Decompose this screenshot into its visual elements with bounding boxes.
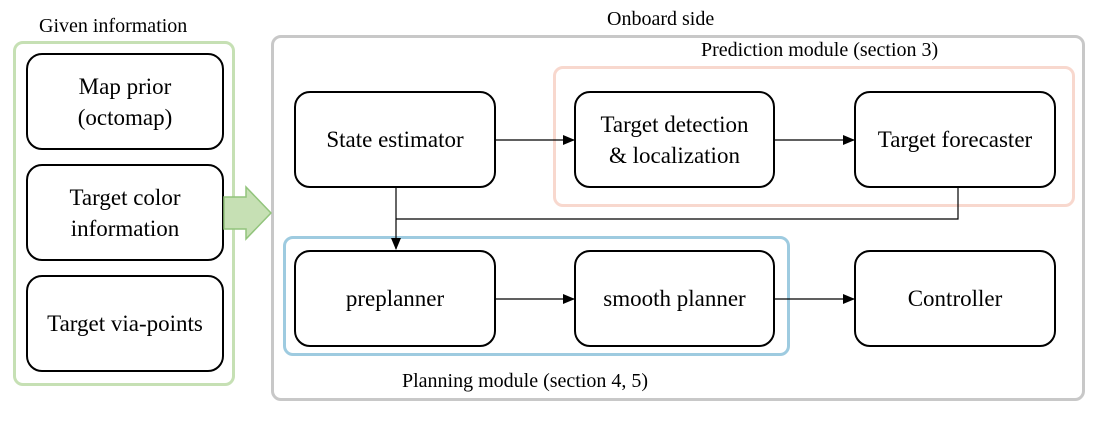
target-forecaster-node: Target forecaster bbox=[854, 91, 1056, 188]
target-color-node: Target color information bbox=[26, 164, 224, 261]
onboard-side-title: Onboard side bbox=[607, 8, 715, 30]
onboard-side-group bbox=[271, 35, 1085, 401]
smooth-planner-node: smooth planner bbox=[574, 250, 775, 347]
forecaster-feedback-line bbox=[396, 188, 959, 220]
given-information-title: Given information bbox=[39, 15, 188, 37]
input-block-arrow bbox=[223, 185, 273, 241]
state-estimator-node: State estimator bbox=[294, 91, 496, 188]
controller-node: Controller bbox=[854, 250, 1056, 347]
target-via-points-node: Target via-points bbox=[26, 275, 224, 372]
preplanner-node: preplanner bbox=[294, 250, 496, 347]
target-detection-node: Target detection & localization bbox=[574, 91, 775, 188]
planning-module-title: Planning module (section 4, 5) bbox=[402, 370, 649, 392]
planning-module-group bbox=[283, 236, 790, 356]
map-prior-node: Map prior (octomap) bbox=[26, 53, 224, 150]
prediction-module-group bbox=[553, 66, 1075, 207]
prediction-module-title: Prediction module (section 3) bbox=[701, 39, 939, 61]
